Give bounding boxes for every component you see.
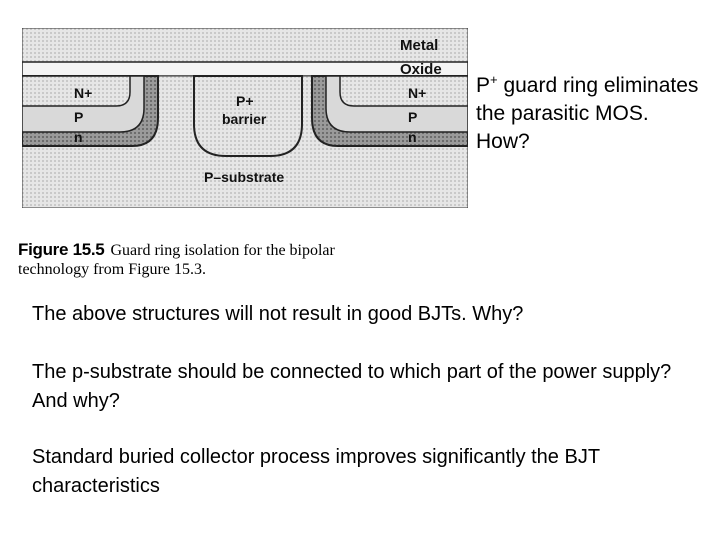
caption-text-line2: technology from Figure 15.3. xyxy=(18,261,206,278)
left-p-label: P xyxy=(74,109,83,125)
left-n-plus xyxy=(22,75,131,107)
caption-text-line1: Guard ring isolation for the bipolar xyxy=(110,242,335,259)
question-2: The p-substrate should be connected to w… xyxy=(32,361,672,412)
barrier-p-plus-label: P+ xyxy=(236,93,254,109)
right-n-label: n xyxy=(408,129,417,145)
right-n-plus xyxy=(339,75,468,107)
right-p-label: P xyxy=(408,109,417,125)
left-n-plus-label: N+ xyxy=(74,85,92,101)
figure-caption: Figure 15.5 Guard ring isolation for the … xyxy=(18,240,458,279)
side-note-superscript: + xyxy=(490,72,498,87)
figure-number: Figure 15.5 xyxy=(18,240,105,259)
side-note: P+ guard ring eliminates the parasitic M… xyxy=(476,66,706,156)
p-plus-barrier xyxy=(193,75,303,157)
left-n-label: n xyxy=(74,129,83,145)
question-3: Standard buried collector process improv… xyxy=(32,446,600,497)
side-note-p: P xyxy=(476,74,491,97)
barrier-label: barrier xyxy=(222,111,267,127)
oxide-label: Oxide xyxy=(400,61,442,78)
side-note-text: guard ring eliminates the parasitic MOS.… xyxy=(476,74,699,153)
metal-label: Metal xyxy=(400,37,438,54)
guard-ring-cross-section-figure: Metal Oxide N+ P n P+ barrier N+ P n P–s… xyxy=(22,28,468,208)
question-1: The above structures will not result in … xyxy=(32,303,524,325)
substrate-label: P–substrate xyxy=(204,169,284,185)
right-n-plus-label: N+ xyxy=(408,85,426,101)
